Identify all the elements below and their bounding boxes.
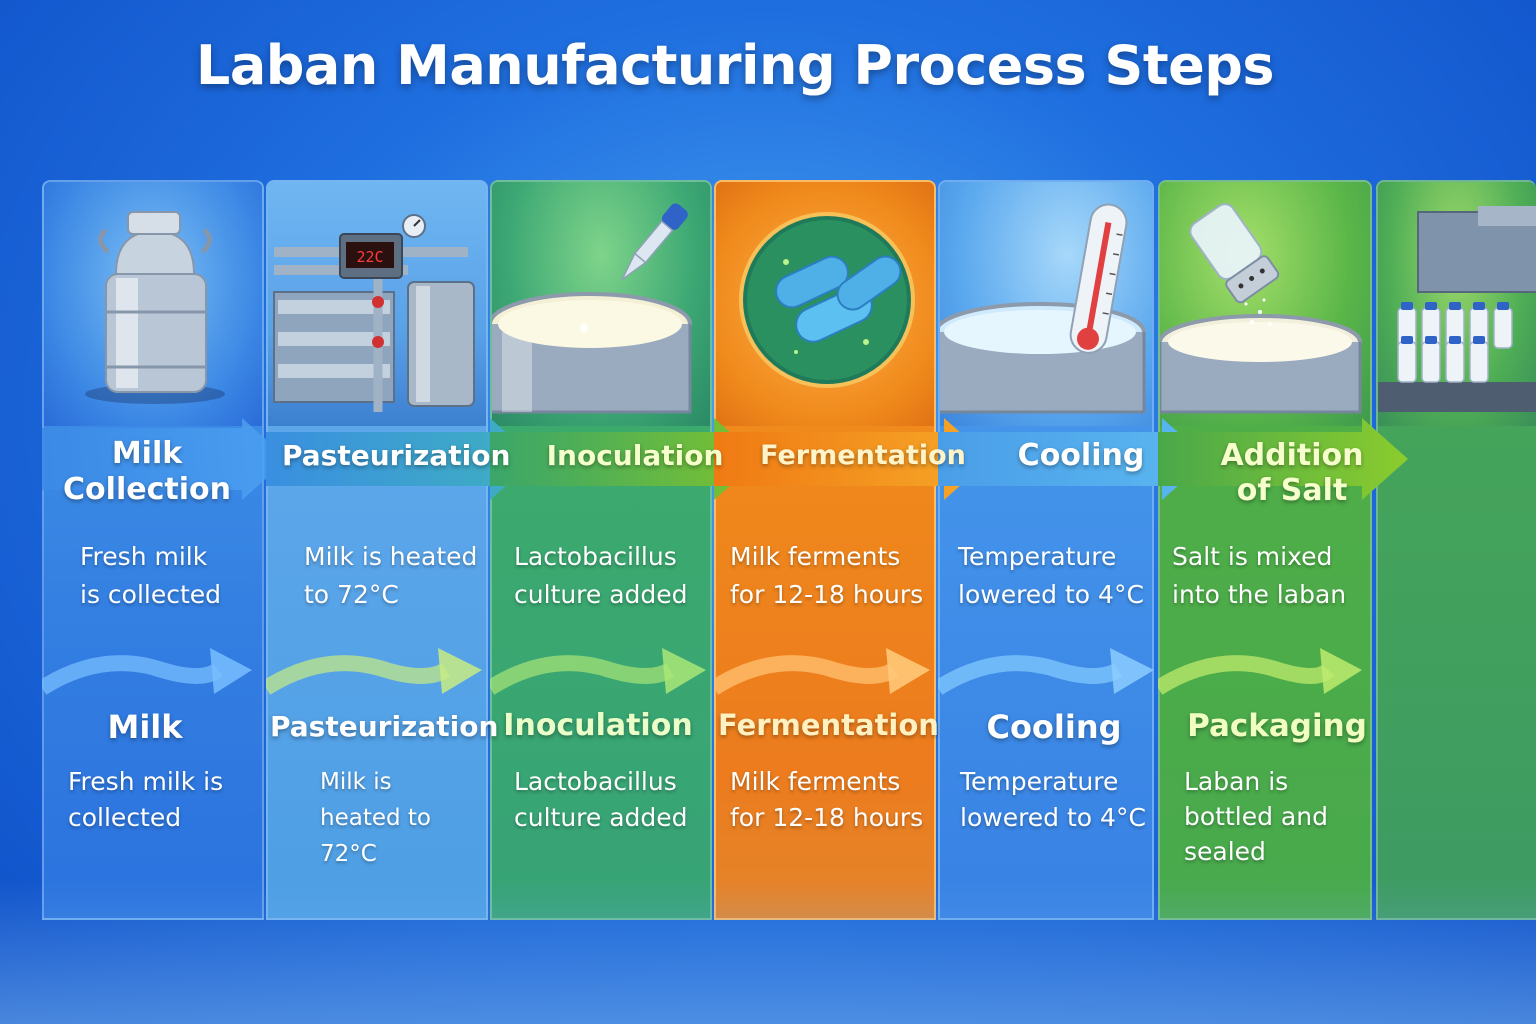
description-line: is collected (80, 580, 222, 609)
description-line: Milk is heated (304, 542, 478, 571)
step-detail-fermentation: Milk ferments for 12-18 hours (730, 764, 934, 836)
detail-line: Fresh milk is (68, 767, 224, 796)
banner-label-inoculation: Inoculation (546, 439, 724, 472)
banner-label-cooling: Cooling (1017, 438, 1145, 473)
banner-arrow-inoculation (490, 418, 760, 500)
banner-arrow-cooling (938, 418, 1208, 500)
description-line: lowered to 4°C (958, 580, 1144, 609)
thermometer-vat-icon (940, 203, 1146, 414)
page-title: Laban Manufacturing Process Steps (195, 34, 1275, 97)
temperature-display: 22C (356, 248, 383, 266)
bottling-machine-icon (1378, 206, 1536, 412)
step-image: 22C (268, 182, 486, 426)
salt-shaker-vat-icon (1160, 203, 1362, 414)
pasteurizer-icon: 22C (273, 214, 475, 412)
detail-line: culture added (514, 803, 688, 832)
detail-line: Milk ferments (730, 767, 901, 796)
bacteria-icon (739, 212, 915, 388)
description-line: culture added (514, 580, 688, 609)
step-description-cooling: Temperature lowered to 4°C (958, 538, 1154, 614)
detail-line: Lactobacillus (514, 767, 677, 796)
step-detail-inoculation: Lactobacillus culture added (514, 764, 710, 836)
description-line: to 72°C (304, 580, 399, 609)
detail-line: for 12-18 hours (730, 803, 924, 832)
step-name-packaging: Packaging (1187, 708, 1367, 744)
step-description-pasteurization: Milk is heated to 72°C (304, 538, 490, 614)
banner-label-line: Addition (1220, 438, 1364, 473)
banner-arrow-addition-of-salt (1158, 418, 1408, 500)
banner-arrow-pasteurization (266, 418, 536, 500)
bottom-mist (0, 880, 1536, 1024)
banner-label-addition-of-salt: Addition of Salt (1182, 438, 1402, 508)
step-column-packaging (1376, 180, 1536, 920)
flow-arrow-icon (266, 648, 482, 695)
step-detail-milk: Fresh milk is collected (68, 764, 258, 836)
detail-line: heated to 72°C (320, 805, 431, 867)
step-detail-packaging: Laban is bottled and sealed (1184, 764, 1368, 869)
milk-can-icon (85, 211, 225, 404)
step-image (716, 182, 934, 426)
step-image (44, 182, 262, 426)
detail-line: bottled and (1184, 802, 1328, 831)
description-line: Fresh milk (80, 542, 208, 571)
description-line: Salt is mixed (1172, 542, 1333, 571)
banner-label-line: Milk (111, 436, 183, 471)
description-line: for 12-18 hours (730, 580, 924, 609)
banner-label-pasteurization: Pasteurization (282, 439, 511, 472)
flow-arrow-icon (1158, 648, 1362, 695)
step-description-addition-of-salt: Salt is mixed into the laban (1172, 538, 1368, 614)
description-line: Temperature (958, 542, 1117, 571)
step-image (492, 182, 710, 426)
detail-line: lowered to 4°C (960, 803, 1146, 832)
step-image (1160, 182, 1370, 426)
step-name-pasteurization: Pasteurization (270, 710, 499, 743)
step-description-inoculation: Lactobacillus culture added (514, 538, 710, 614)
banner-label-fermentation: Fermentation (760, 440, 966, 471)
step-name-fermentation: Fermentation (718, 708, 939, 742)
description-line: Lactobacillus (514, 542, 677, 571)
detail-line: Milk is (320, 769, 392, 795)
flow-arrow-icon (714, 648, 930, 695)
step-description-fermentation: Milk ferments for 12-18 hours (730, 538, 934, 614)
dropper-vat-icon (492, 203, 692, 414)
banner-label-milk-collection: Milk Collection (42, 436, 252, 508)
banner-arrow-fermentation (714, 418, 990, 500)
detail-line: Laban is (1184, 767, 1289, 796)
banner-label-line: Collection (63, 472, 231, 507)
flow-arrow-icon (938, 648, 1154, 695)
flow-arrow-icon (490, 648, 706, 695)
banner-arrow-milk-collection (42, 418, 288, 500)
step-description-milk-collection: Fresh milk is collected (80, 538, 260, 614)
flow-arrow-icon (42, 648, 252, 695)
step-detail-pasteurization: Milk is heated to 72°C (320, 764, 490, 872)
step-name-inoculation: Inoculation (503, 708, 693, 743)
step-name-cooling: Cooling (986, 708, 1122, 746)
detail-line: collected (68, 803, 182, 832)
step-name-milk: Milk (107, 708, 183, 746)
description-line: into the laban (1172, 580, 1347, 609)
detail-line: Temperature (960, 767, 1119, 796)
detail-line: sealed (1184, 837, 1266, 866)
step-image (1378, 182, 1536, 426)
banner-label-line: of Salt (1236, 473, 1348, 508)
step-detail-cooling: Temperature lowered to 4°C (960, 764, 1154, 836)
step-image (940, 182, 1152, 426)
description-line: Milk ferments (730, 542, 901, 571)
